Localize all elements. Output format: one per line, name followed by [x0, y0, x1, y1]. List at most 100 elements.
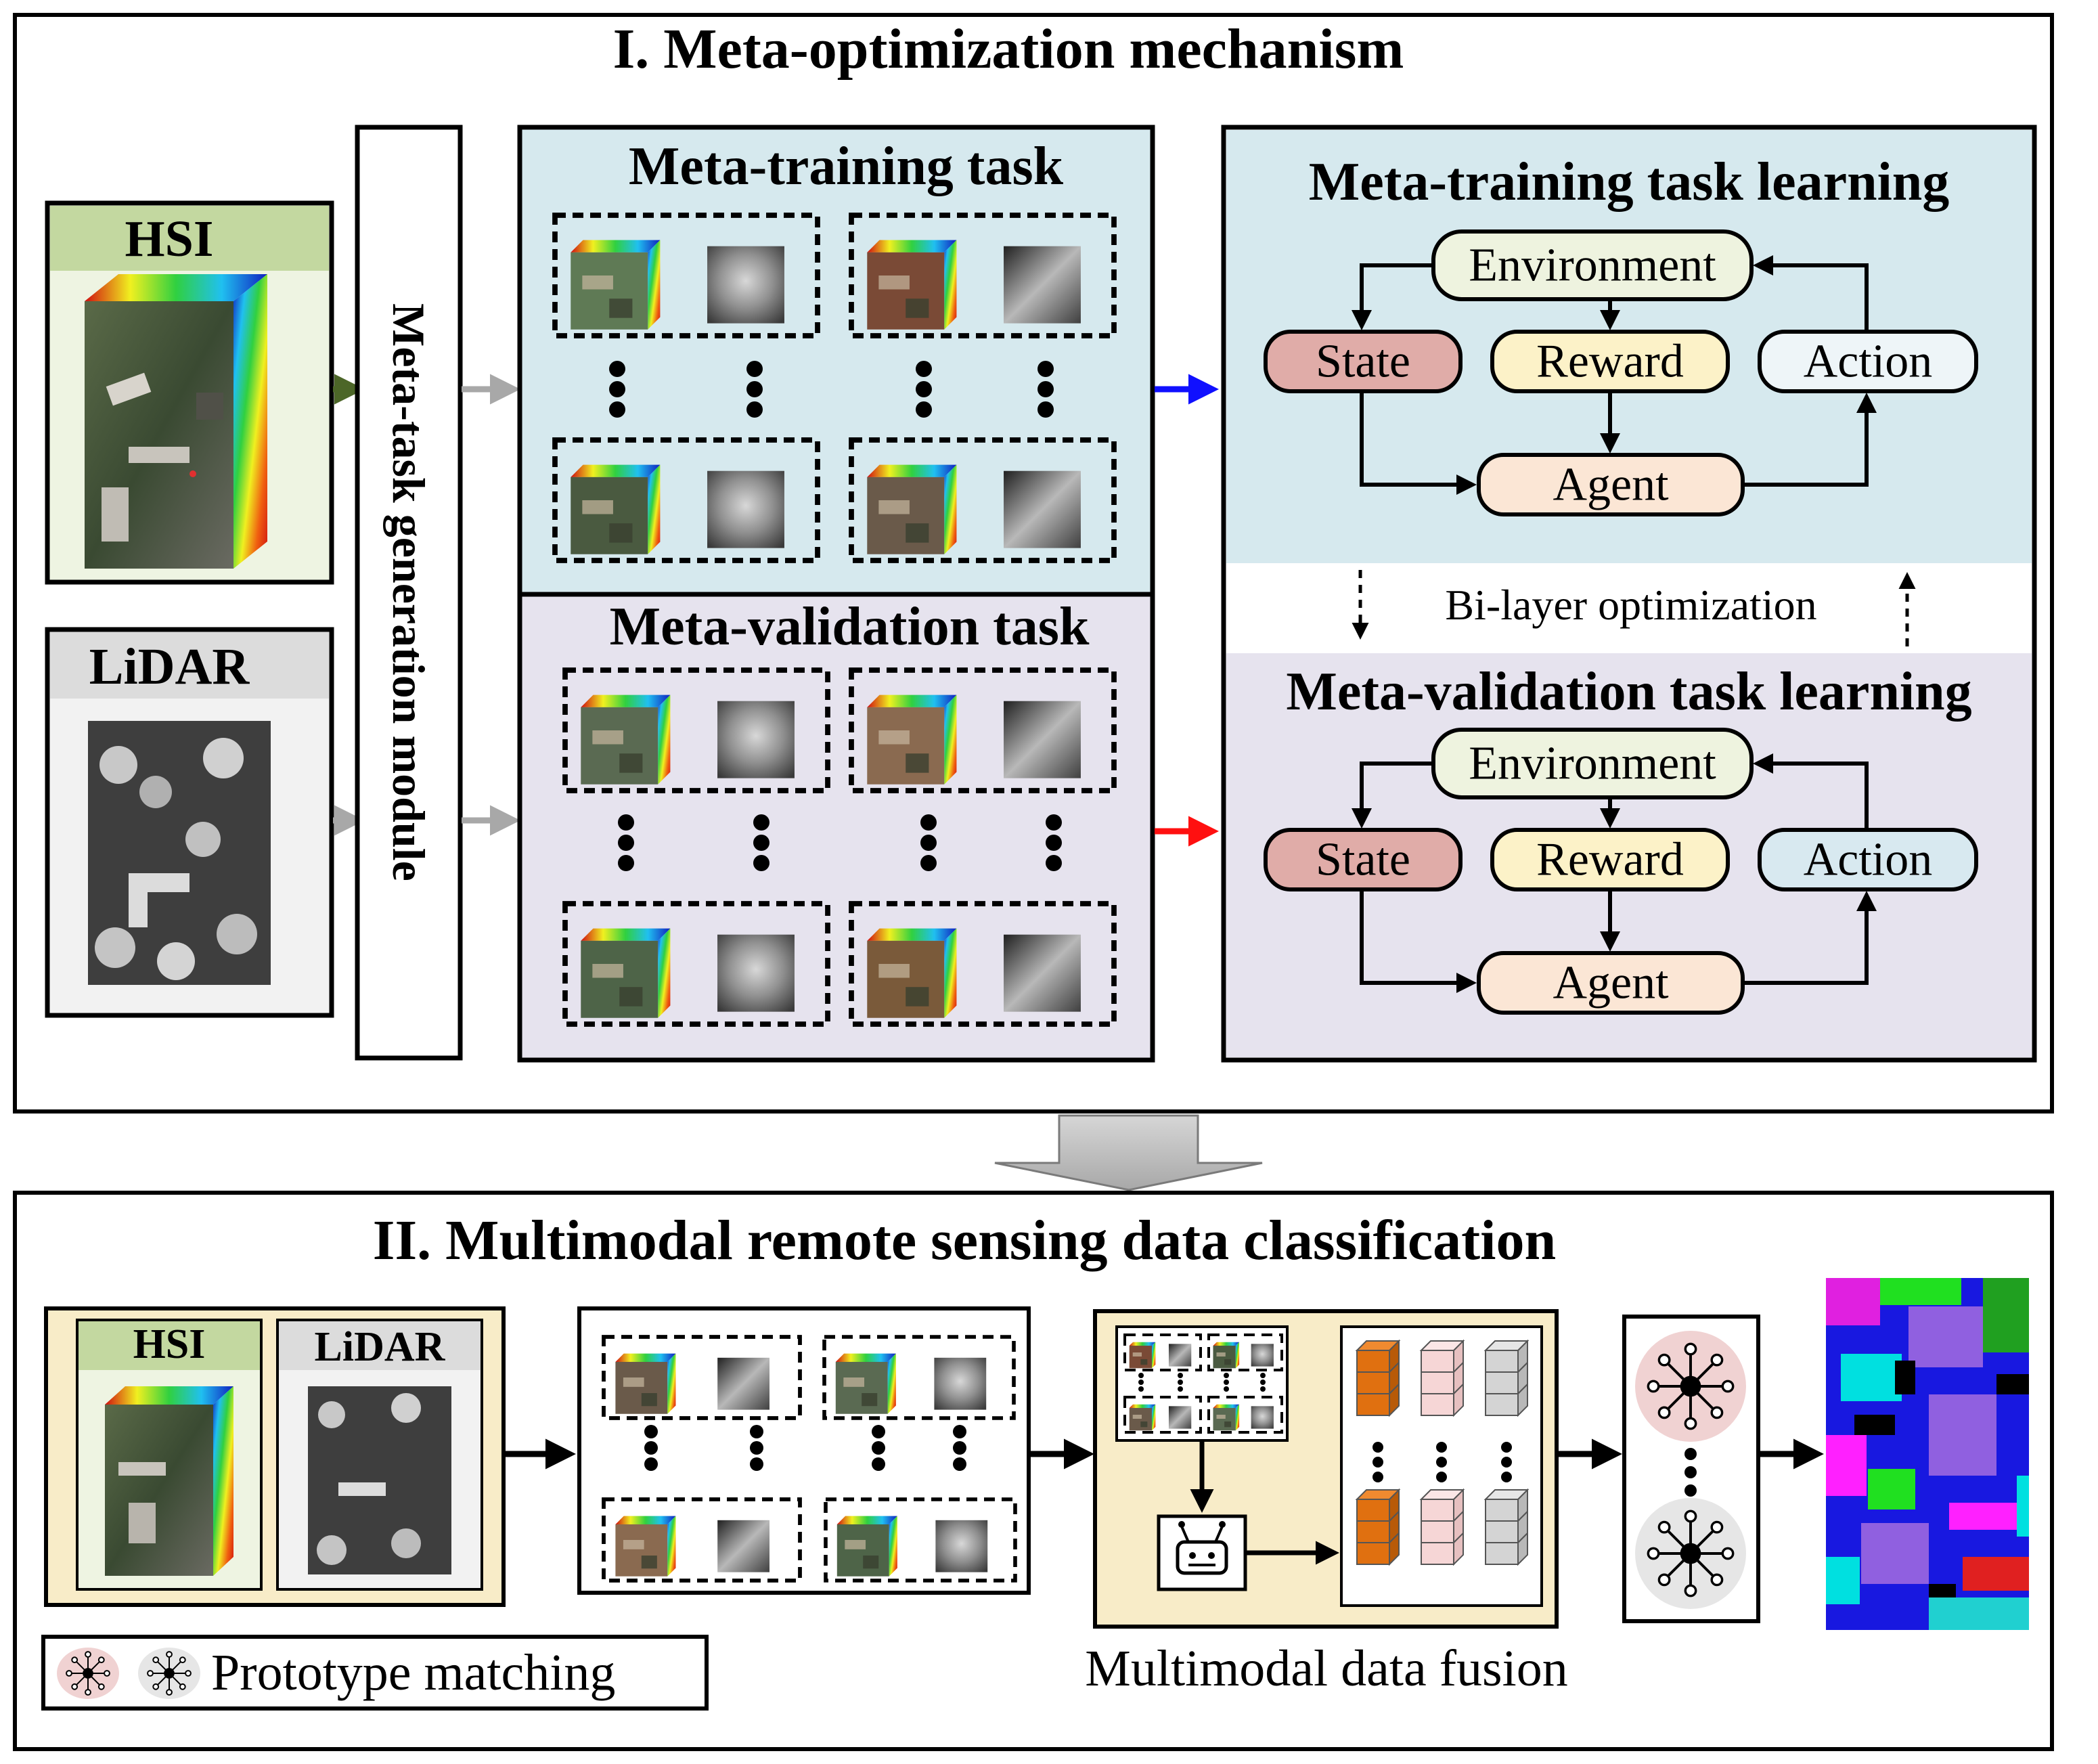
- section2-lidar-image-icon: [308, 1386, 451, 1574]
- lidar-patch-icon: [1004, 701, 1081, 778]
- ellipsis-dot: [916, 401, 932, 418]
- ellipsis-dot: [609, 401, 625, 418]
- ellipsis-dot: [920, 814, 937, 831]
- ellipsis-dot: [872, 1425, 885, 1438]
- section2-hsi-label: HSI: [133, 1321, 206, 1367]
- lidar-patch-icon: [1168, 1344, 1192, 1367]
- reward-label: Reward: [1536, 336, 1684, 388]
- ellipsis-dot: [1372, 1472, 1383, 1482]
- action-to-env-arrow: [1753, 255, 1869, 332]
- reward-node: Reward: [1490, 330, 1730, 393]
- reward-node: Reward: [1490, 828, 1730, 891]
- sample-pair-box: [822, 1335, 1016, 1420]
- prototype-legend: Prototype matching: [41, 1635, 709, 1711]
- ellipsis-dot: [750, 1457, 763, 1471]
- sample-pair-box: [562, 901, 830, 1027]
- ellipsis-dot: [1046, 855, 1062, 871]
- agent-to-action-arrow: [1743, 891, 1877, 985]
- hsi-input-panel: HSI: [45, 200, 334, 585]
- prototype-network-icon: [1647, 1342, 1735, 1430]
- lidar-patch-icon: [717, 934, 795, 1012]
- action-node: Action: [1758, 330, 1978, 393]
- env-to-state-arrow: [1352, 263, 1433, 330]
- hsi-label: HSI: [125, 211, 214, 267]
- agent-node: Agent: [1477, 453, 1745, 516]
- state-to-agent-arrow: [1360, 391, 1477, 495]
- sample-pair-box: [849, 213, 1117, 338]
- ellipsis-dot: [746, 401, 763, 418]
- prototype-network-icons: [1647, 1342, 1735, 1597]
- sample-pair-box: [562, 667, 830, 793]
- ellipsis-dot: [1684, 1448, 1697, 1460]
- hsi-cube-icon: [1129, 1342, 1156, 1369]
- ellipsis-dot: [1501, 1472, 1512, 1482]
- sample-pair-box: [602, 1335, 802, 1420]
- ellipsis-dot: [916, 381, 932, 397]
- hsi-cube-icon: [867, 928, 957, 1018]
- lidar-patch-icon: [935, 1520, 988, 1572]
- lidar-header-bg: [50, 632, 329, 699]
- legend-network-icons: [66, 1651, 192, 1696]
- ellipsis-dot: [916, 361, 932, 377]
- ellipsis-dot: [1178, 1373, 1183, 1378]
- sample-pair-box: [849, 667, 1117, 793]
- legend-label: Prototype matching: [211, 1644, 615, 1701]
- sample-pair-box: [849, 437, 1117, 563]
- agent-node: Agent: [1477, 951, 1745, 1015]
- hsi-cube-icon: [1213, 1342, 1240, 1369]
- section-1: I. Meta-optimization mechanism HSI LiDAR: [13, 13, 2054, 1113]
- ellipsis-dot: [1372, 1457, 1383, 1468]
- ellipsis-dot: [609, 381, 625, 397]
- lidar-patch-icon: [707, 246, 784, 324]
- lidar-patch-icon: [717, 1357, 769, 1410]
- sample-pair-box: [1123, 1396, 1202, 1434]
- meta-task-generation-module: Meta-task generation module: [355, 125, 463, 1061]
- hsi-cube-icon: [867, 694, 957, 785]
- generation-module-box: [355, 125, 463, 1061]
- ellipsis-dot: [1260, 1373, 1266, 1378]
- state-node: State: [1264, 828, 1463, 891]
- hsi-cube-icon: [867, 464, 957, 554]
- ellipsis-dot: [1372, 1442, 1383, 1453]
- action-label: Action: [1804, 336, 1933, 388]
- ellipsis-dot: [1178, 1386, 1183, 1392]
- robot-agent-icon: [1157, 1514, 1247, 1591]
- ellipsis-dot: [609, 361, 625, 377]
- hsi-cube-icon: [85, 274, 267, 569]
- section2-hsi-header: [79, 1321, 260, 1370]
- ellipsis-dot: [1684, 1466, 1697, 1478]
- lidar-label: LiDAR: [89, 638, 250, 695]
- sample-pair-box: [1207, 1396, 1283, 1434]
- agent-to-action-arrow: [1743, 393, 1877, 487]
- ellipsis-dot: [872, 1441, 885, 1455]
- ellipsis-dot: [872, 1457, 885, 1471]
- section2-sample-pairs: [602, 1335, 1017, 1583]
- lidar-patch-icon: [1004, 246, 1081, 324]
- ellipsis-dot: [746, 381, 763, 397]
- ellipsis-dot: [1436, 1472, 1447, 1482]
- environment-label: Environment: [1469, 240, 1716, 292]
- ellipsis-dot: [746, 361, 763, 377]
- section-transition-arrow: [994, 1114, 1263, 1191]
- ellipsis-dot: [1037, 361, 1054, 377]
- hsi-cube-icon: [615, 1516, 676, 1576]
- section-2-title: II. Multimodal remote sensing data class…: [373, 1209, 1556, 1272]
- ellipsis-dot: [1501, 1457, 1512, 1468]
- hsi-header-bg: [50, 206, 329, 271]
- section-2-border: [13, 1191, 2054, 1751]
- state-to-agent-arrow: [1360, 889, 1477, 993]
- action-to-env-arrow: [1753, 753, 1869, 830]
- fusion-caption: Multimodal data fusion: [1085, 1640, 1567, 1697]
- ellipsis-dot: [920, 835, 937, 851]
- ellipsis-dot: [644, 1457, 658, 1471]
- lidar-patch-icon: [1004, 470, 1081, 548]
- sample-pair-box: [552, 213, 820, 338]
- sample-pair-box: [552, 437, 820, 563]
- agent-label: Agent: [1553, 459, 1669, 511]
- ellipsis-dot: [1138, 1373, 1144, 1378]
- fusion-mini-pairs: [1123, 1333, 1283, 1434]
- ellipsis-dot: [1138, 1380, 1144, 1385]
- ellipsis-dot: [1260, 1386, 1266, 1392]
- prototype-network-icon: [147, 1651, 192, 1696]
